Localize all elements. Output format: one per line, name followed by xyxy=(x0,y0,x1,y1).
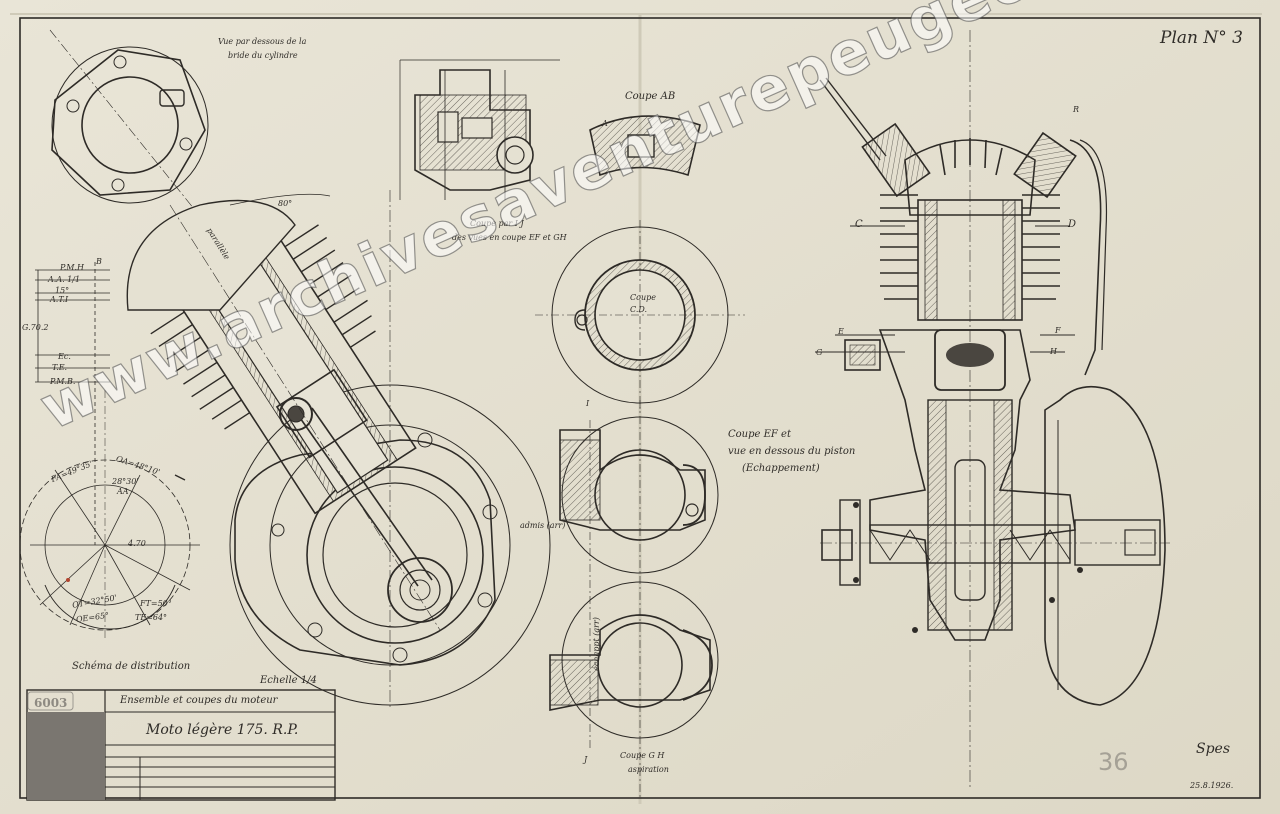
distribution-scheme xyxy=(19,262,200,640)
dist-g: G.70.2 xyxy=(22,323,49,332)
letter-b: B xyxy=(96,257,102,266)
plan-number: Plan N° 3 xyxy=(1160,28,1243,48)
letter-h: H xyxy=(1050,347,1057,356)
section-ef-caption-3: (Echappement) xyxy=(742,463,820,474)
pencil-number: 36 xyxy=(1098,748,1129,776)
engine-elevation-left xyxy=(126,190,551,710)
signature: Spes xyxy=(1196,741,1231,757)
section-ef-caption-2: vue en dessous du piston xyxy=(728,446,856,457)
sheet-border xyxy=(19,17,1261,799)
scale-label: Echelle 1/4 xyxy=(260,675,317,686)
letter-a: A xyxy=(602,119,608,128)
admission-label: admis (arr) xyxy=(520,521,566,530)
angle-ft: FT=50° xyxy=(140,599,172,608)
exhaust-label: échappt (arr) xyxy=(591,617,601,671)
dist-aa: A.A. 1/1 xyxy=(48,275,81,284)
archive-stamp: 6003 xyxy=(34,696,68,710)
section-gh-view xyxy=(549,581,719,739)
angle-aa: AA xyxy=(117,487,129,496)
dimension-80: 80° xyxy=(278,199,293,208)
angle-470: 4.70 xyxy=(128,539,146,548)
dist-pmh: P.M.H xyxy=(60,263,85,272)
title-block-shaded-cell xyxy=(27,712,105,800)
section-ij-view xyxy=(399,59,560,200)
drawing-title: Moto légère 175. R.P. xyxy=(146,722,299,738)
letter-c: C xyxy=(855,219,863,230)
angle-28: 28°30' xyxy=(112,477,139,486)
section-ij-caption-1: Coupe par I J xyxy=(470,219,524,228)
letter-r: R xyxy=(1073,105,1080,114)
distribution-scheme-caption: Schéma de distribution xyxy=(72,661,191,672)
dist-te: T.E. xyxy=(52,363,68,372)
flange-view-caption-2: bride du cylindre xyxy=(228,51,298,60)
letter-e: E xyxy=(838,327,844,336)
dist-15: 15° xyxy=(55,286,70,295)
section-cd-view xyxy=(535,220,745,410)
drawing-subtitle: Ensemble et coupes du moteur xyxy=(120,695,278,706)
dist-ati: A.T.I xyxy=(50,295,69,304)
section-gh-caption-2: aspiration xyxy=(628,765,669,774)
cylinder-flange-view xyxy=(49,29,216,236)
section-gh-caption-1: Coupe G H xyxy=(620,751,665,760)
angle-te: TE=64° xyxy=(135,613,168,622)
letter-j: J xyxy=(584,755,588,764)
section-ef-caption-1: Coupe EF et xyxy=(728,429,791,440)
letter-i: I xyxy=(586,399,590,408)
letter-d: D xyxy=(1068,219,1077,230)
engine-cross-section-right xyxy=(815,30,1170,790)
drawing-date: 25.8.1926. xyxy=(1190,781,1234,790)
section-ab-view xyxy=(589,115,701,177)
letter-g: G xyxy=(816,348,823,357)
section-cd-caption-1: Coupe xyxy=(630,293,656,302)
section-cd-caption-2: C.D. xyxy=(630,305,648,314)
dist-ec: Ec. xyxy=(58,352,71,361)
dist-pmb: P.M.B. xyxy=(50,377,76,386)
section-ij-caption-2: des vues en coupe EF et GH xyxy=(452,233,567,242)
section-ab-label: Coupe AB xyxy=(625,91,676,102)
flange-view-caption-1: Vue par dessous de la xyxy=(218,37,307,46)
letter-f: F xyxy=(1055,326,1061,335)
